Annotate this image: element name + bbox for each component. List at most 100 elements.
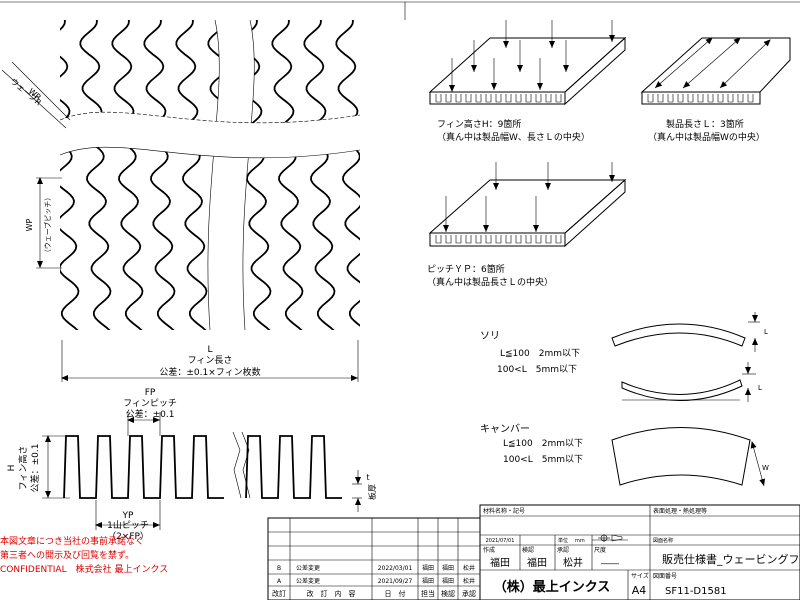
rev-hdr-date: 日 付 <box>385 589 406 598</box>
rev-a-checker: 福田 <box>442 577 454 585</box>
yp-label: YP <box>122 511 134 521</box>
rev-a-mark: A <box>277 578 282 585</box>
wave-fin-line <box>143 20 176 330</box>
revision-table: B 公差変更 2022/03/01 福田 福田 松井 A 公差変更 2021/0… <box>267 517 481 600</box>
l-note: （真ん中は製品幅Wの中央） <box>648 131 765 143</box>
camber-title: キャンバー <box>480 423 530 435</box>
length-arrow-3 <box>719 39 771 89</box>
rev-hdr-content: 改 訂 内 容 <box>307 589 356 598</box>
yp-caption: ピッチＹＰ：6箇所 <box>427 263 505 275</box>
wave-fin-line <box>239 20 272 330</box>
drawing-name-label: 図面名称 <box>653 537 673 544</box>
unit-label: 単位 <box>558 537 568 544</box>
plate-side <box>564 36 626 106</box>
company-name: （株）最上インクス <box>494 579 611 595</box>
wave-fin-line <box>60 20 80 330</box>
plate-top <box>428 37 627 93</box>
camber-row-2: 100<L 5mm以下 <box>503 455 583 465</box>
wave-fin-line <box>175 20 208 330</box>
h-sub-label: フィン高さ <box>17 446 29 491</box>
section-break-1 <box>232 431 242 499</box>
rev-b-content: 公差変更 <box>296 564 320 572</box>
rev-hdr-approver: 承認 <box>462 589 476 598</box>
confidential-line-3: CONFIDENTIAL 株式会社 最上インクス <box>0 563 168 575</box>
h-caption: フィン高さH：9箇所 <box>437 118 521 130</box>
t-label: t <box>366 473 369 482</box>
rev-b-checker: 福田 <box>442 564 454 572</box>
drawing-name: 販売仕様書_ウェービングフ <box>662 552 800 566</box>
checker-label: 検認 <box>522 546 534 554</box>
wave-fin-line <box>79 20 112 330</box>
rev-b-author: 福田 <box>422 564 434 572</box>
plate-yp-front <box>429 232 566 247</box>
plate-l-top <box>640 37 791 93</box>
size-label: サイズ <box>631 572 649 580</box>
measure-diagram-pitch: ピッチＹＰ：6箇所 （真ん中は製品長さＬの中央） <box>427 162 627 288</box>
checker-name: 福田 <box>527 556 547 569</box>
author-label: 作成 <box>483 546 495 554</box>
sori-1-mark: L <box>764 328 768 336</box>
l-label: L <box>207 345 212 355</box>
rev-a-author: 福田 <box>422 577 434 585</box>
rev-hdr-checker: 検認 <box>441 589 455 598</box>
plate-yp-fins <box>435 235 562 244</box>
sori-row-1: L≦100 2mm以下 <box>500 349 580 359</box>
t-sub-label: 板厚 <box>367 484 377 500</box>
sori-row-2: 100<L 5mm以下 <box>497 365 577 375</box>
surface-label: 表面処理・熱処理等 <box>653 507 707 515</box>
tolerance-block: ソリ L≦100 2mm以下 100<L 5mm以下 キャンバー L≦100 2… <box>480 312 769 487</box>
approver-label: 承認 <box>557 546 569 554</box>
wave-fin-line <box>271 20 304 330</box>
length-arrow-2 <box>682 37 741 89</box>
rev-b-date: 2022/03/01 <box>378 565 413 572</box>
wave-fin-top-view: WR ウェーブR WP （ウェーブピッチ） L フィン長さ 公差：±0.1×フィ… <box>1 19 361 382</box>
fin-profile-right <box>245 435 342 499</box>
break-line-2a <box>59 111 361 124</box>
unit-value: mm <box>575 538 585 544</box>
plate-fins <box>435 94 562 103</box>
break-band-1 <box>207 20 255 330</box>
wr-leader <box>1 69 67 129</box>
l-sub-label: フィン長さ <box>188 355 233 366</box>
confidential-line-2: 第三者への開示及び回覧を禁ず。 <box>0 549 134 561</box>
fp-sub-label: フィンピッチ <box>123 398 177 409</box>
author-name: 福田 <box>490 556 510 569</box>
yp-note: （真ん中は製品長さＬの中央） <box>427 276 553 288</box>
fp-tolerance: 公差：±0.1 <box>126 408 175 420</box>
rev-hdr-author: 担当 <box>421 589 435 598</box>
title-frame <box>479 504 800 600</box>
height-arrows <box>449 20 615 92</box>
camber-w-mark: W <box>762 464 769 472</box>
date-header: 2021/07/01 <box>486 538 515 544</box>
wr-leader-2 <box>11 61 71 121</box>
sori-2-mark: L <box>758 384 762 392</box>
plate-l-fins <box>647 94 754 103</box>
projection-symbol-icon <box>598 534 623 542</box>
title-block: 材料名称・記号 表面処理・熱処理等 2021/07/01 単位 mm 図面名称 … <box>479 504 800 600</box>
scale-value: ―― <box>601 559 619 569</box>
wave-lines <box>60 20 360 330</box>
rev-b-approver: 松井 <box>463 564 475 572</box>
yp-sub2-label: （2×FP） <box>107 531 149 542</box>
camber-w-dimension <box>750 441 766 487</box>
material-label: 材料名称・記号 <box>483 507 525 515</box>
rev-hdr-mark: 改訂 <box>272 589 286 598</box>
sori-figure-2 <box>621 379 743 401</box>
confidential-line-1: 本図文章につき当社の事前承諾なく <box>0 535 144 547</box>
rev-a-date: 2021/09/27 <box>378 578 413 585</box>
rev-a-content: 公差変更 <box>296 577 320 585</box>
rev-a-approver: 松井 <box>463 577 475 585</box>
confidential-notice: 本図文章につき当社の事前承諾なく 第三者への開示及び回覧を禁ず。 CONFIDE… <box>0 535 168 575</box>
scale-label: 尺度 <box>594 546 606 554</box>
number-value: SF11-D1581 <box>665 586 727 597</box>
revision-frame <box>267 517 481 600</box>
wp-sub-label: （ウェーブピッチ） <box>43 194 52 257</box>
fp-label: FP <box>145 388 156 398</box>
h-note: （真ん中は製品幅W、長さＬの中央） <box>437 131 590 143</box>
break-band-2 <box>60 112 360 158</box>
camber-figure <box>611 427 751 486</box>
wave-fin-line <box>303 20 336 330</box>
wave-fin-line <box>335 20 360 327</box>
yp-sub-label: 1山ピッチ <box>107 520 149 531</box>
